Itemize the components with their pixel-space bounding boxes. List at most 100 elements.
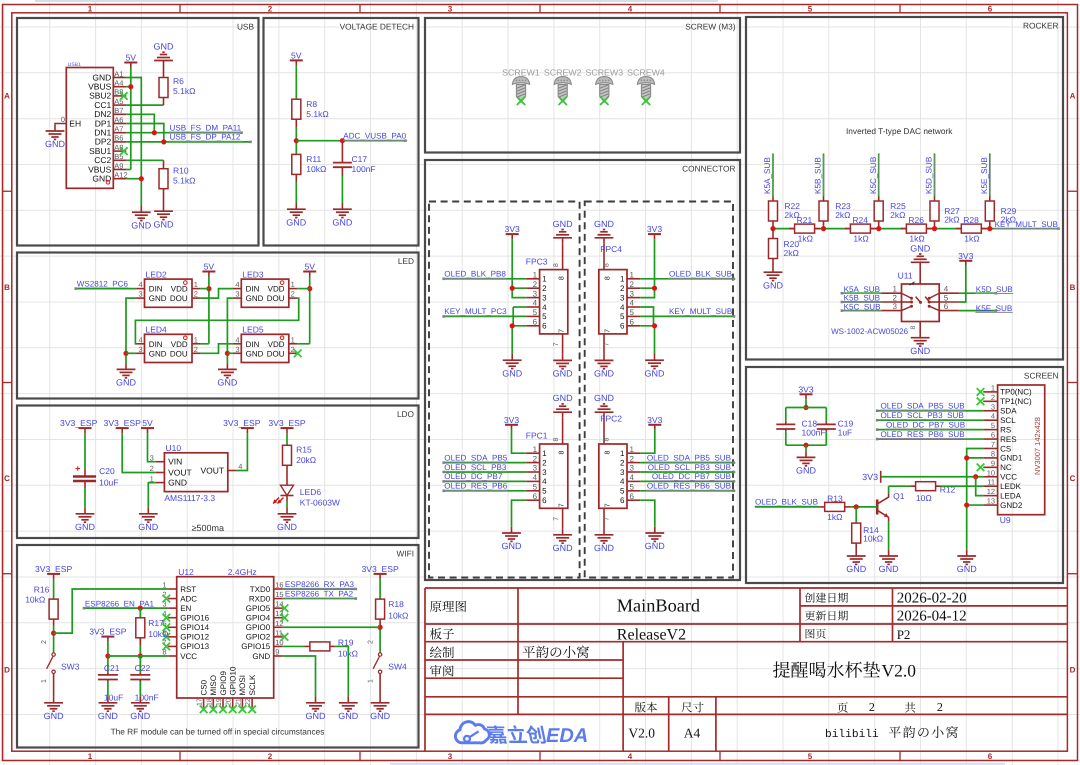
svg-text:GND: GND <box>168 478 187 488</box>
svg-text:6: 6 <box>630 492 635 501</box>
svg-text:R27: R27 <box>944 206 960 216</box>
svg-text:U11: U11 <box>898 271 913 281</box>
svg-text:2: 2 <box>991 393 995 402</box>
svg-text:GND: GND <box>910 243 931 253</box>
svg-text:LEDA: LEDA <box>1000 491 1022 500</box>
svg-text:R8: R8 <box>306 99 317 109</box>
svg-text:GND: GND <box>246 349 264 358</box>
svg-text:NC: NC <box>1000 463 1012 472</box>
svg-text:11: 11 <box>987 478 995 487</box>
svg-text:A: A <box>4 92 10 101</box>
svg-text:3: 3 <box>235 290 239 299</box>
svg-text:4: 4 <box>533 473 538 482</box>
svg-text:ESP8266_EN_PA1: ESP8266_EN_PA1 <box>85 599 155 608</box>
svg-text:K5B_SUB: K5B_SUB <box>814 157 823 194</box>
svg-text:P2: P2 <box>897 627 911 642</box>
svg-text:3: 3 <box>150 453 154 462</box>
svg-text:D: D <box>1070 665 1076 674</box>
svg-text:C21: C21 <box>104 663 120 673</box>
svg-text:VCC: VCC <box>180 652 197 661</box>
svg-text:OLED_BLK_SUB: OLED_BLK_SUB <box>669 270 732 279</box>
svg-text:10Ω: 10Ω <box>916 493 932 503</box>
svg-text:R16: R16 <box>34 585 50 595</box>
svg-text:B5: B5 <box>114 152 123 161</box>
svg-text:RST: RST <box>180 585 196 594</box>
svg-text:A6: A6 <box>114 115 123 124</box>
svg-text:3: 3 <box>533 464 538 473</box>
svg-text:FPC2: FPC2 <box>600 413 622 423</box>
svg-text:VDD: VDD <box>171 340 188 349</box>
svg-text:2: 2 <box>291 290 295 299</box>
svg-text:5: 5 <box>808 752 813 761</box>
svg-text:USB_FS_DP_PA12: USB_FS_DP_PA12 <box>170 133 241 142</box>
svg-text:GND: GND <box>553 393 574 403</box>
svg-text:A12: A12 <box>114 171 127 180</box>
svg-text:AMS1117-3.3: AMS1117-3.3 <box>164 493 215 503</box>
svg-text:R24: R24 <box>852 215 868 225</box>
svg-text:VOLTAGE DETECH: VOLTAGE DETECH <box>340 22 414 32</box>
svg-text:KEY_MULT_PC3: KEY_MULT_PC3 <box>444 307 507 316</box>
svg-text:6: 6 <box>542 496 547 505</box>
svg-text:22: 22 <box>245 698 252 706</box>
svg-text:1kΩ: 1kΩ <box>827 512 842 522</box>
svg-text:GND: GND <box>879 564 900 574</box>
svg-text:GND: GND <box>154 42 175 52</box>
svg-text:SCL: SCL <box>1000 416 1016 425</box>
svg-text:GND: GND <box>594 219 615 229</box>
svg-text:VBUS: VBUS <box>88 164 111 174</box>
svg-text:7: 7 <box>559 329 566 333</box>
svg-text:EN: EN <box>180 604 191 613</box>
svg-text:5V: 5V <box>304 262 315 272</box>
svg-text:8: 8 <box>559 276 566 280</box>
svg-text:3V3_ESP: 3V3_ESP <box>89 627 127 637</box>
svg-text:20: 20 <box>226 698 233 706</box>
svg-text:5: 5 <box>620 312 625 321</box>
svg-text:2026-02-20: 2026-02-20 <box>897 591 967 607</box>
svg-text:B6: B6 <box>114 134 123 143</box>
svg-text:U10: U10 <box>166 443 182 453</box>
svg-text:A: A <box>1070 92 1076 101</box>
svg-text:GND: GND <box>502 368 523 378</box>
svg-text:GND: GND <box>45 139 66 149</box>
svg-text:B: B <box>4 283 10 292</box>
svg-text:WS2812_PC6: WS2812_PC6 <box>77 279 129 288</box>
svg-text:GND: GND <box>370 711 391 721</box>
svg-text:16: 16 <box>275 581 283 590</box>
svg-text:SCREW (M3): SCREW (M3) <box>685 22 735 32</box>
svg-text:5: 5 <box>533 308 538 317</box>
svg-text:3: 3 <box>620 293 625 302</box>
svg-text:2kΩ: 2kΩ <box>784 210 799 220</box>
svg-text:5: 5 <box>991 421 995 430</box>
svg-text:2: 2 <box>368 640 375 644</box>
svg-text:LED2: LED2 <box>146 269 168 279</box>
svg-text:2: 2 <box>533 454 538 463</box>
svg-text:DIN: DIN <box>149 285 163 294</box>
svg-text:A1: A1 <box>114 69 123 78</box>
svg-text:LED5: LED5 <box>242 325 264 335</box>
svg-text:GND: GND <box>138 522 159 532</box>
svg-text:4: 4 <box>620 303 625 312</box>
svg-text:LEDK: LEDK <box>1000 482 1022 491</box>
svg-text:7: 7 <box>553 342 560 346</box>
svg-text:1: 1 <box>542 449 547 458</box>
svg-text:3: 3 <box>235 345 239 354</box>
svg-text:6: 6 <box>620 322 625 331</box>
svg-text:2: 2 <box>41 640 48 644</box>
svg-text:GPIO9: GPIO9 <box>219 670 228 695</box>
svg-text:CC2: CC2 <box>94 155 111 165</box>
svg-text:C19: C19 <box>838 419 854 429</box>
svg-text:GND: GND <box>553 543 574 553</box>
svg-text:5: 5 <box>630 308 635 317</box>
svg-text:GND: GND <box>594 393 615 403</box>
svg-text:A5: A5 <box>114 97 123 106</box>
svg-text:13: 13 <box>275 609 283 618</box>
svg-text:GND: GND <box>92 174 111 184</box>
svg-text:SCREW4: SCREW4 <box>627 67 665 77</box>
svg-text:2: 2 <box>893 294 898 303</box>
svg-text:6: 6 <box>533 318 538 327</box>
svg-text:3V3_ESP: 3V3_ESP <box>361 564 399 574</box>
svg-text:C22: C22 <box>135 663 151 673</box>
svg-text:1uF: 1uF <box>838 428 853 438</box>
svg-text:GPIO14: GPIO14 <box>180 623 209 632</box>
svg-text:Q1: Q1 <box>893 491 905 501</box>
